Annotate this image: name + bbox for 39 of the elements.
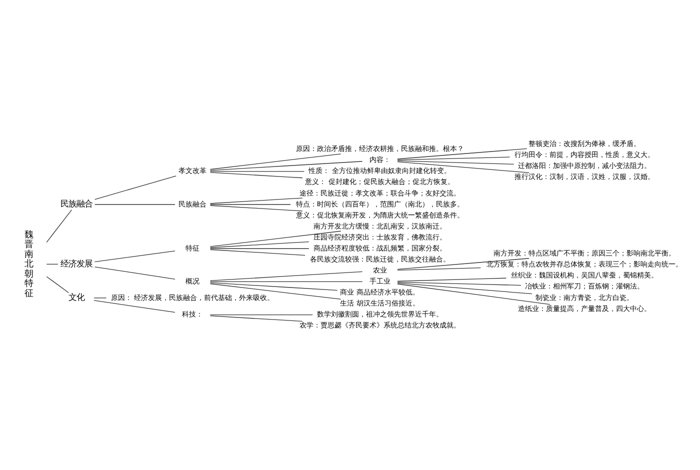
- connector: [210, 230, 342, 247]
- connector: [397, 258, 530, 270]
- connector: [210, 161, 363, 171]
- connector: [210, 282, 338, 291]
- connector: [210, 248, 310, 249]
- connector: [210, 172, 303, 178]
- connector: [210, 241, 310, 248]
- connector: [46, 276, 69, 294]
- connector: [94, 204, 176, 205]
- connector: [397, 268, 481, 271]
- connector: [210, 281, 363, 282]
- connector: [397, 278, 507, 282]
- connector: [397, 282, 522, 286]
- connector: [210, 271, 363, 282]
- connector: [46, 264, 58, 265]
- connector: [94, 250, 176, 262]
- connector: [397, 282, 532, 294]
- connector: [210, 249, 306, 256]
- connector: [210, 283, 342, 300]
- node-text: 魏晋南北朝特征: [24, 230, 34, 299]
- connector: [397, 284, 550, 305]
- connector: [210, 205, 303, 212]
- node-text: 经济发展: [60, 258, 92, 268]
- connector: [210, 204, 291, 205]
- connector: [94, 176, 176, 200]
- connector: [94, 266, 176, 280]
- connector: [397, 161, 530, 173]
- connector: [397, 148, 528, 160]
- connector: [94, 300, 176, 313]
- connector: [210, 154, 342, 170]
- connector: [210, 316, 303, 322]
- connector: [46, 210, 72, 243]
- connector: [210, 314, 313, 316]
- connector: [397, 156, 510, 160]
- connector: [210, 171, 304, 172]
- node-text: 民族融合: [60, 198, 92, 209]
- node-text: 文化: [68, 292, 84, 302]
- connector: [397, 160, 514, 165]
- connector: [210, 198, 303, 204]
